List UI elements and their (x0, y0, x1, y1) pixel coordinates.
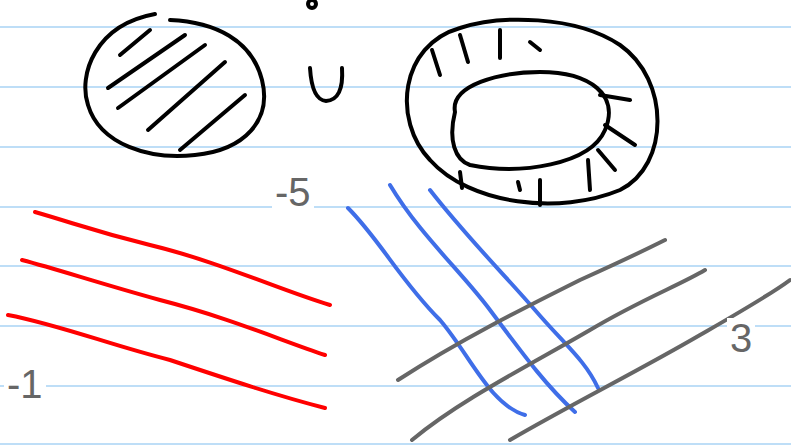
ruled-lines (0, 27, 791, 444)
number-label: -1 (4, 364, 46, 404)
red-lines (8, 212, 330, 408)
blue-lines (348, 185, 598, 415)
number-label: -5 (272, 172, 314, 212)
disk-union-annulus (85, 0, 657, 205)
number-label: 3 (727, 318, 755, 358)
grey-lines (398, 240, 790, 440)
